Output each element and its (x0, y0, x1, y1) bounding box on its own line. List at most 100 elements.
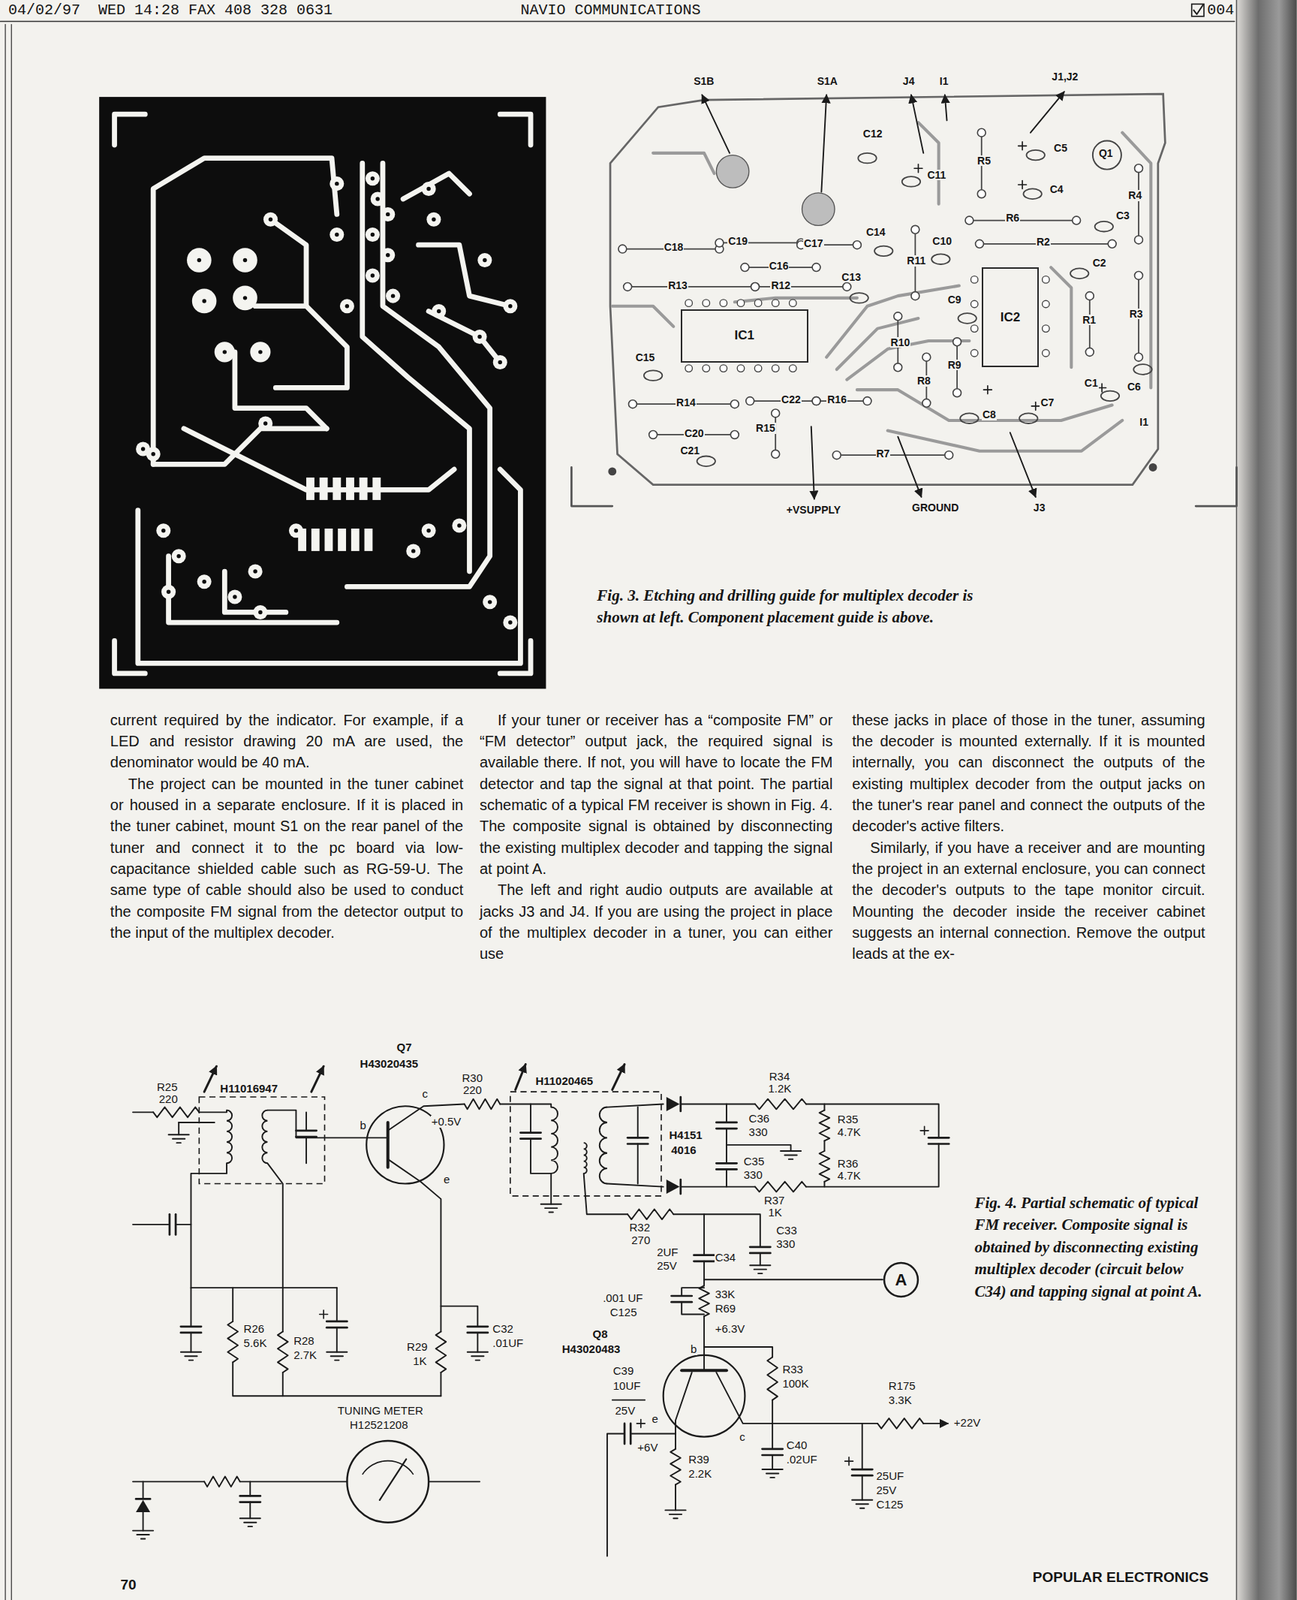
part-label: R29 (406, 1340, 429, 1353)
receiver-schematic (135, 1499, 151, 1512)
receiver-schematic (204, 1065, 217, 1092)
pcb-etching (411, 548, 416, 553)
page-border (0, 21, 1234, 22)
text-column: these jacks in place of those in the tun… (851, 709, 1205, 965)
receiver-schematic (670, 1448, 681, 1485)
receiver-schematic (784, 1154, 797, 1156)
component-placement-guide (627, 285, 756, 288)
page-border (0, 21, 1234, 1600)
pcb-etching (498, 360, 503, 365)
receiver-schematic (770, 1476, 774, 1478)
component-placement-guide (832, 451, 841, 460)
part-label: R69 (714, 1302, 738, 1315)
pcb-etching (372, 477, 381, 500)
receiver-schematic (141, 1537, 145, 1540)
receiver-schematic (780, 1149, 801, 1152)
pcb-etching (186, 247, 212, 273)
body-paragraph: current required by the indicator. For e… (110, 709, 464, 774)
pcb-etching (99, 96, 546, 689)
component-placement-guide (917, 122, 939, 205)
body-paragraph: The left and right audio outputs are ava… (479, 878, 833, 964)
component-value: 3.3K (887, 1393, 913, 1406)
part-label: C17 (803, 237, 825, 250)
component-placement-guide (771, 449, 780, 458)
receiver-schematic (198, 1110, 227, 1113)
pcb-etching (234, 352, 327, 429)
connection-label: J4 (902, 75, 916, 88)
component-placement-guide (618, 244, 627, 253)
connection-label: J1,J2 (1050, 71, 1079, 83)
receiver-schematic (132, 1529, 154, 1532)
receiver-schematic (282, 1372, 284, 1396)
receiver-schematic (172, 1137, 185, 1140)
voltage-label: +6V (636, 1441, 659, 1454)
component-placement-guide (812, 397, 821, 406)
receiver-schematic (177, 1122, 180, 1135)
part-label: R6 (1005, 212, 1021, 224)
receiver-schematic (334, 1359, 339, 1361)
receiver-schematic (758, 1272, 762, 1274)
component-placement-guide (931, 253, 950, 265)
part-label: R33 (781, 1363, 804, 1376)
receiver-schematic (189, 1359, 193, 1361)
component-value: 25UF (875, 1469, 906, 1482)
pcb-etching (428, 311, 500, 363)
part-label: R35 (836, 1113, 860, 1126)
component-placement-guide (702, 299, 711, 307)
component-placement-guide (612, 306, 675, 327)
pcb-etching (418, 244, 511, 307)
component-placement-guide (970, 325, 979, 333)
node-label: IC1 (734, 328, 755, 344)
pcb-etching (380, 247, 395, 262)
part-number: H11020465 (534, 1074, 594, 1087)
receiver-schematic (637, 1143, 639, 1184)
receiver-schematic (190, 1162, 337, 1288)
receiver-schematic (204, 1476, 241, 1487)
part-label: R12 (770, 279, 792, 292)
part-number: H43020435 (359, 1057, 420, 1070)
receiver-schematic (675, 1372, 693, 1434)
receiver-schematic (666, 1096, 681, 1111)
receiver-schematic (346, 1440, 429, 1523)
component-placement-guide (911, 94, 924, 153)
part-label: C35 (743, 1155, 766, 1168)
component-value: 1.2K (767, 1082, 792, 1095)
scan-edge (1236, 0, 1297, 1600)
component-placement-guide (944, 94, 948, 121)
receiver-schematic (168, 1213, 172, 1234)
receiver-schematic (923, 1422, 948, 1424)
part-label: C20 (683, 427, 705, 440)
connection-label: S1B (692, 75, 715, 88)
part-label: R28 (292, 1334, 316, 1347)
component-value: .01UF (491, 1336, 524, 1349)
part-label: R2 (1035, 236, 1051, 248)
pcb-etching (248, 564, 263, 579)
pcb-etching (232, 285, 258, 311)
pcb-etching (340, 298, 355, 313)
component-placement-guide (917, 164, 920, 173)
receiver-schematic (226, 1110, 232, 1164)
component-placement-guide (887, 420, 1123, 452)
component-value: 2.2K (687, 1467, 713, 1480)
pcb-etching (135, 441, 151, 456)
pcb-etching (268, 216, 273, 221)
receiver-schematic (277, 1331, 289, 1373)
component-placement-guide (697, 455, 716, 467)
pcb-etching (375, 196, 380, 201)
component-placement-guide (771, 409, 780, 418)
pcb-etching (426, 186, 431, 191)
receiver-schematic (627, 1136, 648, 1139)
component-placement-guide (959, 412, 979, 424)
component-placement-guide (922, 398, 931, 407)
page-border (4, 24, 6, 1600)
receiver-schematic (860, 1507, 864, 1509)
receiver-schematic (759, 1252, 762, 1265)
component-placement-guide (1134, 352, 1144, 362)
component-placement-guide (771, 299, 780, 307)
receiver-schematic (665, 1508, 686, 1511)
component-placement-guide (1050, 267, 1072, 368)
component-placement-guide (737, 299, 745, 307)
component-placement-guide (970, 349, 979, 357)
receiver-schematic (388, 1103, 465, 1130)
receiver-schematic (184, 1354, 197, 1357)
